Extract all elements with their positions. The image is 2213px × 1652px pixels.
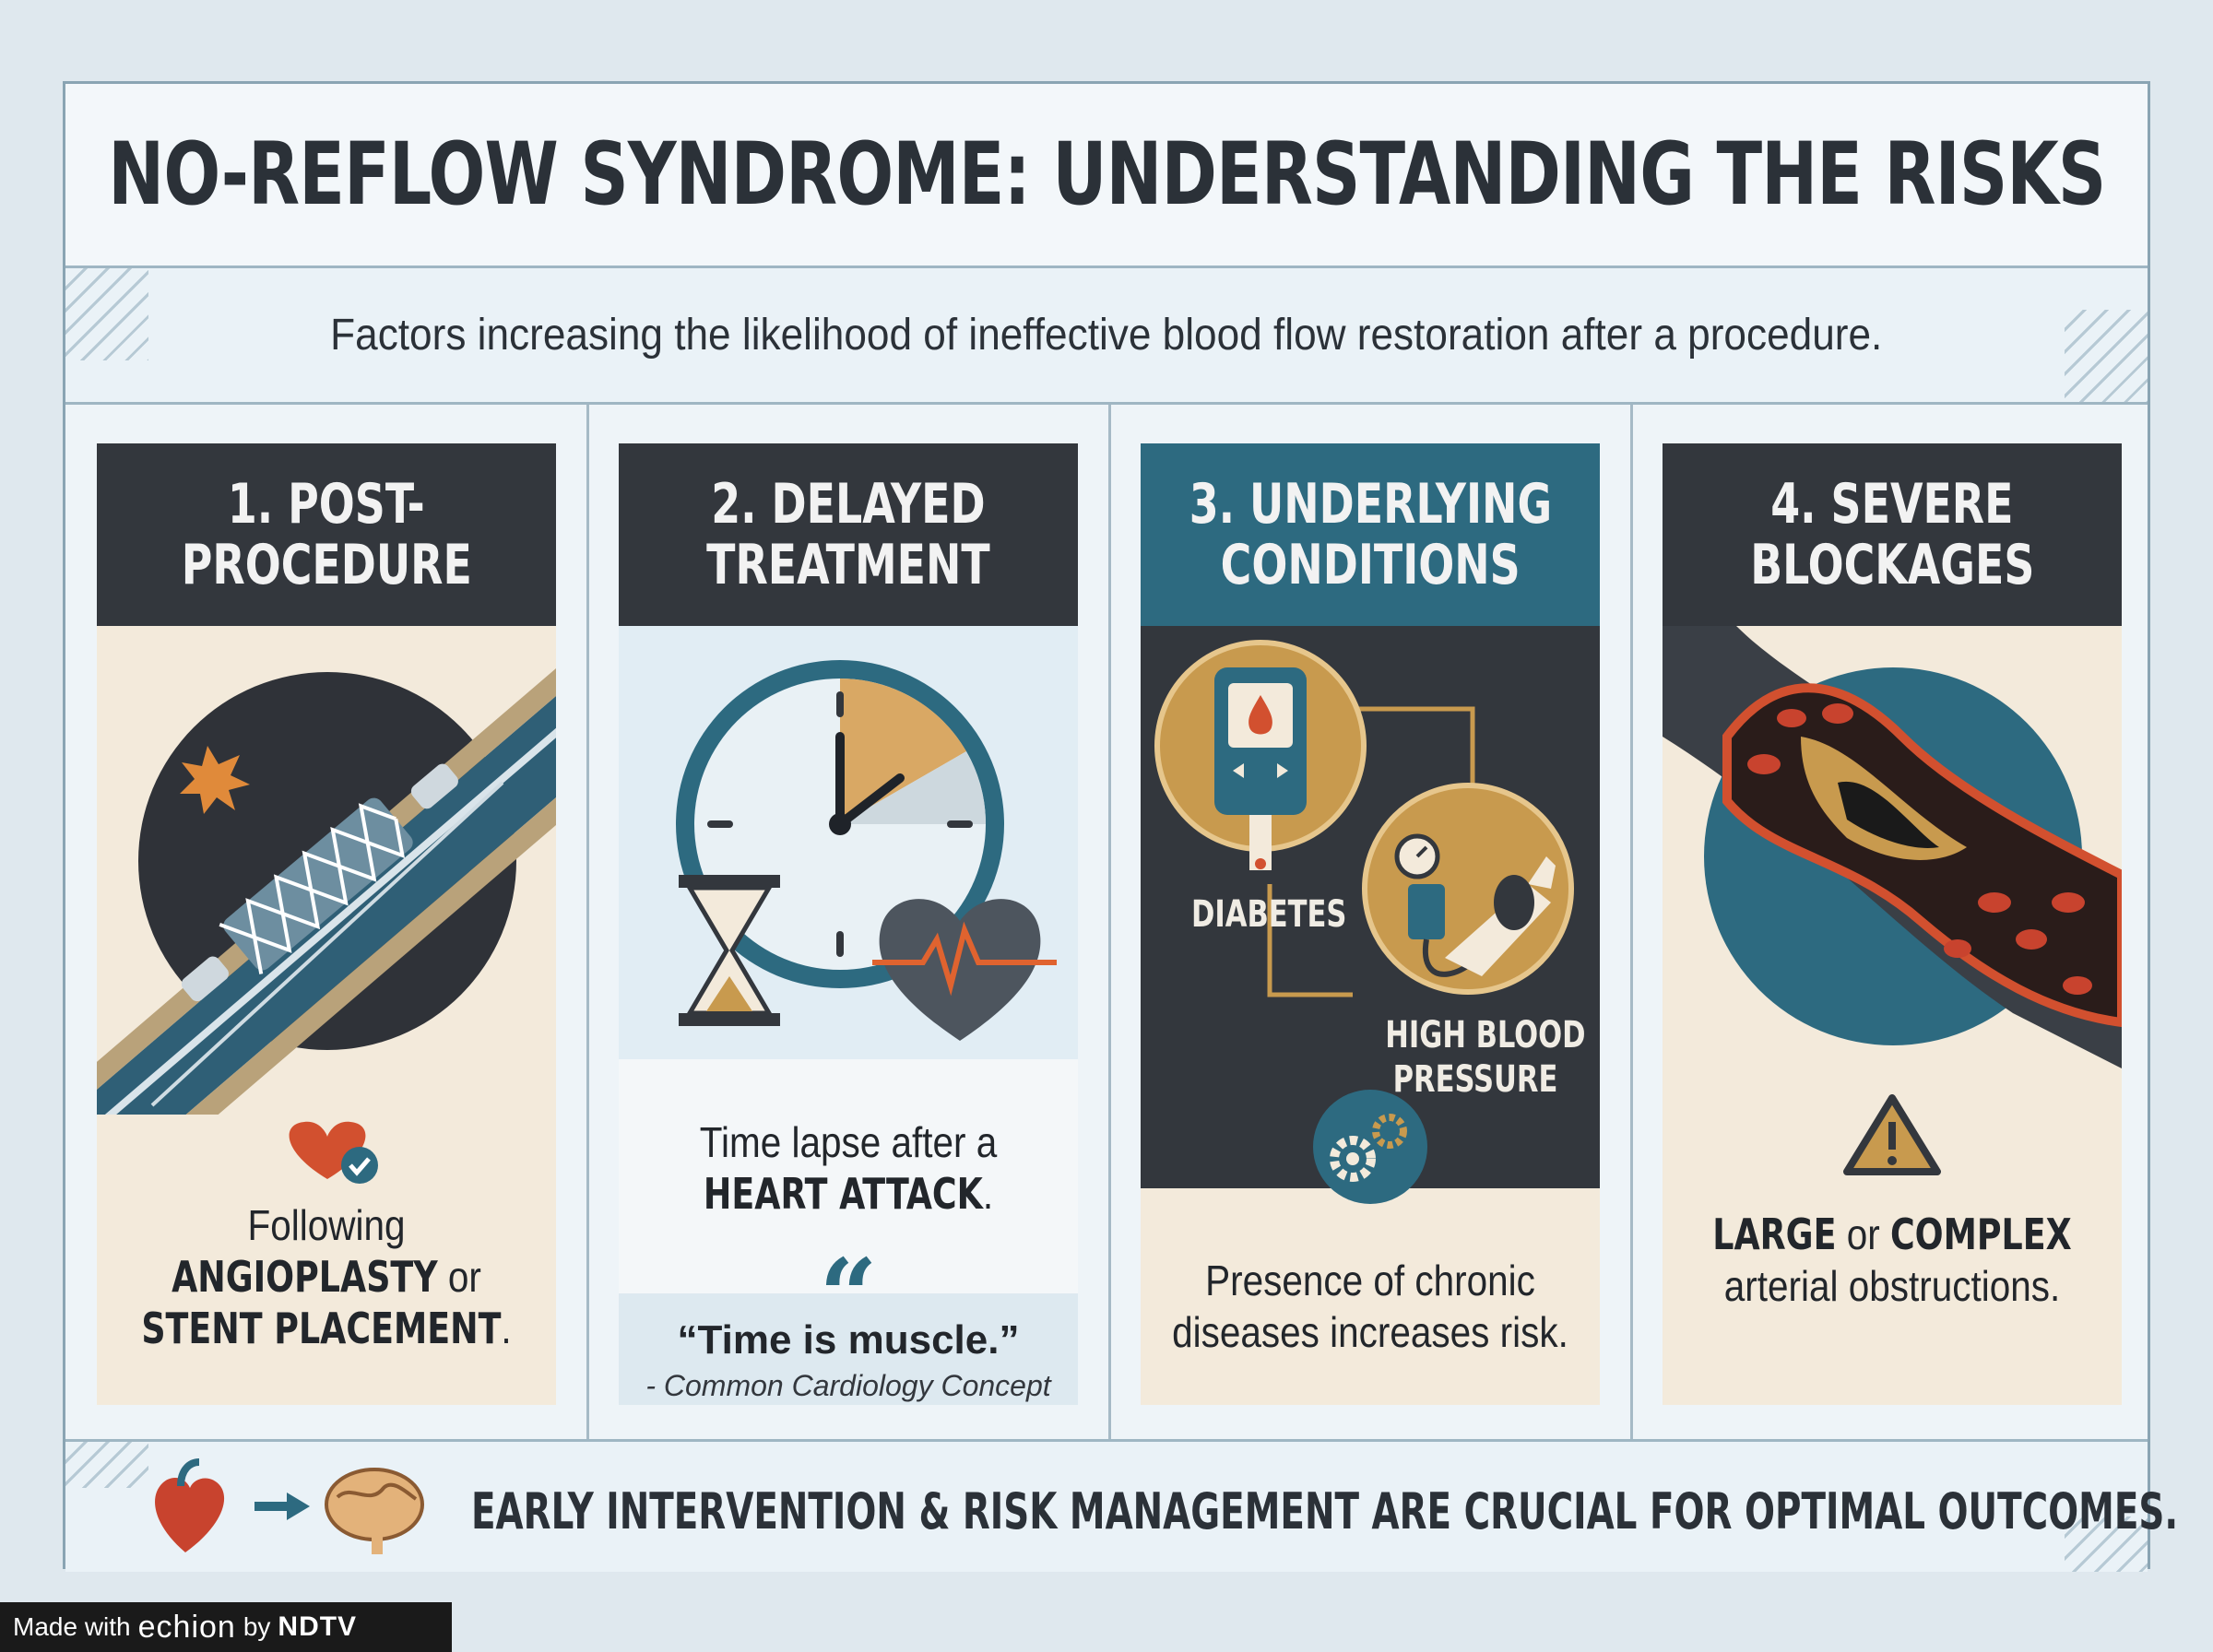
- quote-box: “Time is muscle.” - Common Cardiology Co…: [619, 1293, 1078, 1405]
- blocked-artery-illustration: [1663, 626, 2122, 1087]
- caption-line: arterial obstructions.: [1723, 1262, 2061, 1310]
- column-divider: [1108, 405, 1111, 1439]
- panel-title: 1. POST- PROCEDURE: [97, 443, 556, 626]
- quote-text: “Time is muscle.”: [677, 1317, 1020, 1363]
- stent-illustration: [97, 626, 556, 1219]
- panel-severe-blockages: 4. SEVERE BLOCKAGES: [1663, 443, 2122, 1405]
- panel-title-line: 2. DELAYED: [711, 472, 986, 537]
- hbp-label-line: PRESSURE: [1392, 1058, 1558, 1101]
- panel-title-line: 3. UNDERLYING: [1189, 472, 1552, 537]
- panel-caption: Following ANGIOPLASTY or STENT PLACEMENT…: [97, 1199, 556, 1354]
- caption-bold: ANGIOPLASTY: [172, 1252, 438, 1302]
- ndtv-logo: NDTV: [278, 1611, 358, 1642]
- caption-text: or: [1836, 1210, 1890, 1258]
- panel-title-line: TREATMENT: [706, 533, 990, 597]
- caption-line: Presence of chronic: [1205, 1257, 1535, 1304]
- risk-factor-columns: 1. POST- PROCEDURE: [65, 405, 2148, 1439]
- caption-bold: LARGE: [1712, 1210, 1837, 1259]
- caption-line: Following: [247, 1201, 406, 1249]
- panel-title: 3. UNDERLYING CONDITIONS: [1141, 443, 1600, 626]
- panel-title-line: CONDITIONS: [1220, 533, 1521, 597]
- clock-illustration: [619, 626, 1078, 1059]
- caption-line: STENT PLACEMENT.: [124, 1303, 528, 1354]
- caption-line: Time lapse after a: [699, 1118, 998, 1166]
- hatch-decoration: [2065, 310, 2148, 402]
- panel-title-line: 1. POST-: [228, 472, 425, 537]
- caption-line: diseases increases risk.: [1172, 1308, 1568, 1356]
- footer-message: EARLY INTERVENTION & RISK MANAGEMENT ARE…: [471, 1482, 2179, 1540]
- panel-title-line: PROCEDURE: [181, 533, 472, 597]
- panel-title-line: BLOCKAGES: [1749, 533, 2035, 597]
- page-title: NO-REFLOW SYNDROME: UNDERSTANDING THE RI…: [107, 124, 2106, 225]
- panel-post-procedure: 1. POST- PROCEDURE: [97, 443, 556, 1405]
- caption-text: .: [501, 1304, 512, 1352]
- caption-bold: COMPLEX: [1889, 1210, 2072, 1259]
- infographic-frame: NO-REFLOW SYNDROME: UNDERSTANDING THE RI…: [63, 81, 2178, 1572]
- conditions-illustration: DIABETES HIGH BLOOD PRESSURE: [1141, 626, 1600, 1204]
- heart-check-icon: [97, 1115, 556, 1188]
- made-with-text: Made with: [13, 1612, 131, 1641]
- panel-caption: Presence of chronic diseases increases r…: [1141, 1255, 1600, 1358]
- hatch-decoration: [2065, 1516, 2148, 1572]
- panel-delayed-treatment: 2. DELAYED TREATMENT: [619, 443, 1078, 1405]
- panel-title-line: 4. SEVERE: [1770, 472, 2014, 537]
- quote-source: - Common Cardiology Concept: [645, 1369, 1051, 1402]
- high-blood-pressure-label: HIGH BLOOD PRESSURE: [1369, 1013, 1586, 1102]
- caption-line: ANGIOPLASTY or: [124, 1251, 528, 1303]
- hbp-label-line: HIGH BLOOD: [1385, 1014, 1586, 1056]
- subtitle-bar: Factors increasing the likelihood of ine…: [65, 268, 2148, 405]
- panel-caption: Time lapse after a HEART ATTACK.: [619, 1116, 1078, 1220]
- caption-bold: HEART ATTACK: [703, 1169, 983, 1219]
- hatch-decoration: [65, 1442, 148, 1488]
- column-divider: [1630, 405, 1633, 1439]
- echion-logo: echion: [137, 1609, 236, 1645]
- made-with-badge[interactable]: Made with echion by NDTV: [0, 1602, 452, 1652]
- gears-icon: [1313, 1090, 1427, 1204]
- caption-text: .: [982, 1170, 994, 1218]
- footer-bar: EARLY INTERVENTION & RISK MANAGEMENT ARE…: [65, 1439, 2178, 1572]
- title-bar: NO-REFLOW SYNDROME: UNDERSTANDING THE RI…: [65, 84, 2148, 268]
- panel-underlying-conditions: 3. UNDERLYING CONDITIONS: [1141, 443, 1600, 1405]
- caption-bold: STENT PLACEMENT: [141, 1304, 502, 1353]
- caption-line: HEART ATTACK.: [646, 1168, 1050, 1220]
- caption-line: LARGE or COMPLEX: [1690, 1209, 2094, 1260]
- panel-title: 4. SEVERE BLOCKAGES: [1663, 443, 2122, 626]
- hatch-decoration: [65, 268, 148, 360]
- caption-text: or: [437, 1253, 481, 1301]
- column-divider: [586, 405, 589, 1439]
- by-text: by: [243, 1612, 271, 1641]
- warning-icon: [1663, 1087, 2122, 1179]
- diabetes-label: DIABETES: [1191, 893, 1347, 936]
- panel-caption: LARGE or COMPLEX arterial obstructions.: [1663, 1209, 2122, 1312]
- subtitle: Factors increasing the likelihood of ine…: [330, 311, 1883, 360]
- panel-title: 2. DELAYED TREATMENT: [619, 443, 1078, 626]
- heart-to-brain-icon: [155, 1458, 424, 1554]
